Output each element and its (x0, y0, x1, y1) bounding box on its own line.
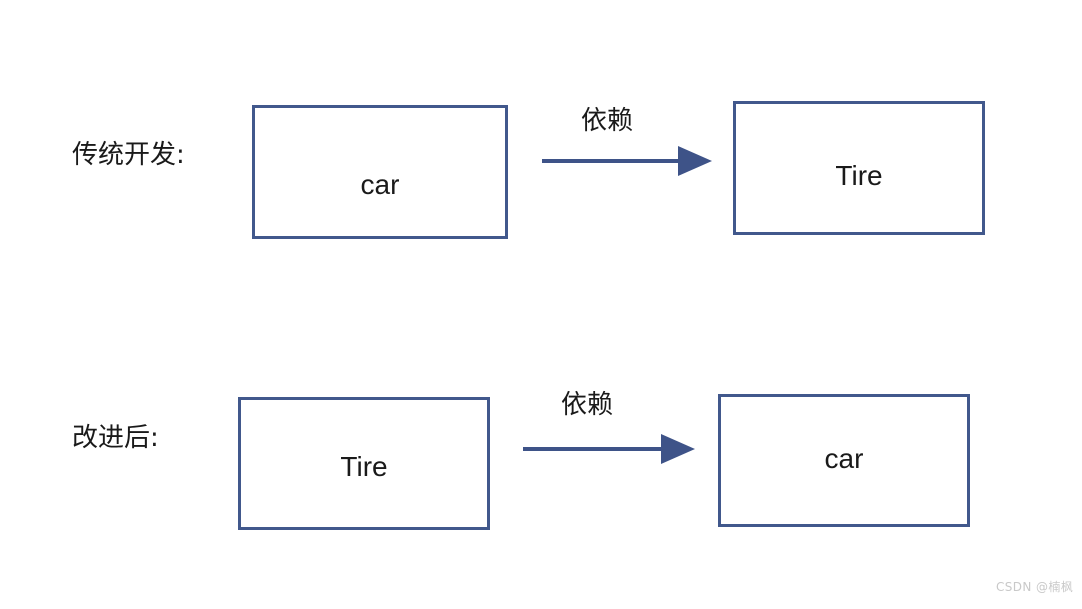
node-box-row2-source[interactable]: Tire (238, 397, 490, 530)
node-label-row2-target: car (824, 443, 864, 474)
arrow-head-icon (678, 146, 712, 176)
node-box-row2-target[interactable]: car (718, 394, 970, 527)
row-label-improved: 改进后: (72, 423, 159, 453)
node-label-row1-target: Tire (835, 160, 883, 191)
arrow-head-icon (661, 434, 695, 464)
row-label-traditional: 传统开发: (72, 140, 185, 170)
edge-label-row2: 依赖 (561, 390, 614, 420)
node-label-row1-source: car (360, 169, 400, 200)
dependency-arrow-row1 (542, 146, 712, 176)
node-box-row1-source[interactable]: car (252, 105, 508, 239)
edge-label-row1: 依赖 (581, 106, 634, 136)
node-label-row2-source: Tire (340, 451, 388, 482)
node-box-row1-target[interactable]: Tire (733, 101, 985, 235)
watermark: CSDN @楠枫 (996, 580, 1074, 594)
dependency-arrow-row2 (523, 434, 695, 464)
